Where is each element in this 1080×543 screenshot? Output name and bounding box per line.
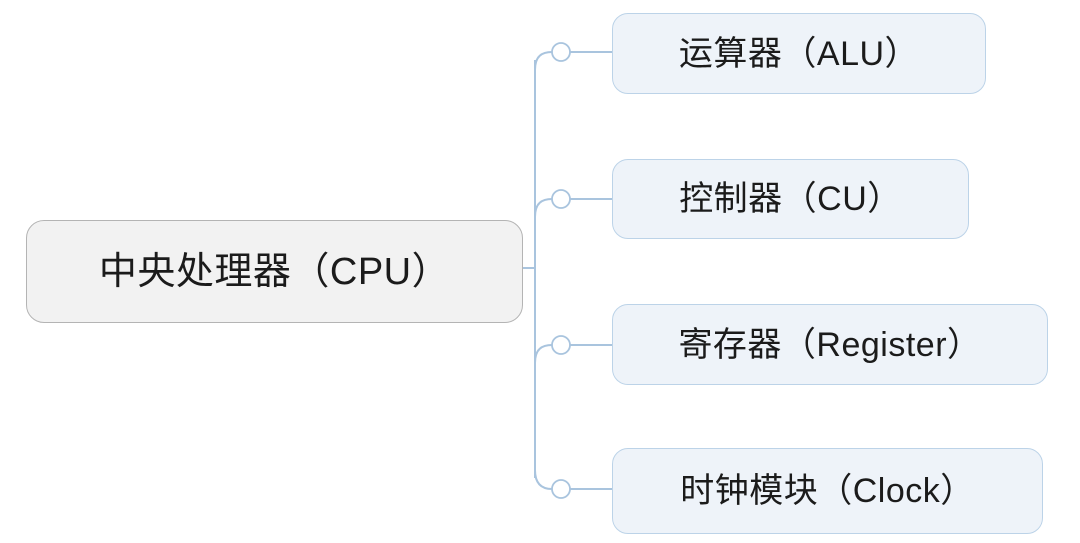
root-node-label: 中央处理器（CPU） [98, 250, 451, 293]
branch-line-2 [534, 344, 612, 364]
child-node-cu[interactable]: 控制器（CU） [612, 159, 969, 239]
child-node-label: 运算器（ALU） [678, 34, 920, 73]
root-node-cpu[interactable]: 中央处理器（CPU） [26, 220, 523, 323]
branch-junction-2[interactable] [551, 335, 571, 355]
child-node-clock[interactable]: 时钟模块（Clock） [612, 448, 1043, 534]
branch-line-3 [534, 469, 612, 490]
branch-junction-1[interactable] [551, 189, 571, 209]
child-node-label: 时钟模块（Clock） [680, 472, 975, 510]
branch-line-0 [534, 51, 612, 71]
child-node-label: 控制器（CU） [679, 180, 902, 218]
branch-junction-0[interactable] [551, 42, 571, 62]
child-node-label: 寄存器（Register） [678, 325, 982, 364]
child-node-register[interactable]: 寄存器（Register） [612, 304, 1048, 385]
branch-line-1 [534, 198, 612, 218]
branch-junction-3[interactable] [551, 479, 571, 499]
child-node-alu[interactable]: 运算器（ALU） [612, 13, 986, 94]
